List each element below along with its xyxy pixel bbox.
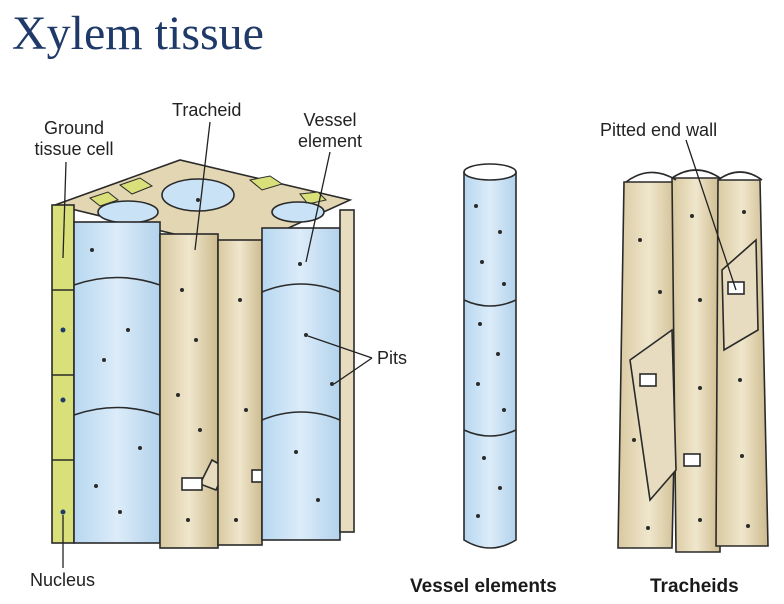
pit-dots-left	[60, 198, 334, 522]
label-ground-tissue-cell: Ground tissue cell	[34, 118, 114, 159]
tissue-block	[51, 159, 355, 549]
page-title: Xylem tissue	[12, 7, 264, 60]
tracheids-illustration	[617, 169, 769, 553]
label-nucleus: Nucleus	[30, 570, 96, 590]
tracheid-pit-dots	[632, 210, 750, 530]
leader-lines-right	[685, 139, 737, 291]
leader-lines-left	[62, 121, 373, 568]
caption-vessel-elements: Vessel elements	[410, 576, 557, 597]
label-pitted-end-wall: Pitted end wall	[600, 120, 718, 140]
front-vessel-right	[261, 227, 341, 541]
center-tracheid	[159, 233, 219, 549]
front-vessel-left	[73, 221, 161, 544]
caption-tracheids: Tracheids	[650, 576, 739, 597]
label-pits: Pits	[377, 348, 408, 368]
label-tracheid: Tracheid	[172, 100, 242, 120]
vessel-elements-illustration	[463, 163, 517, 549]
vessel-pit-dots	[474, 204, 506, 518]
label-vessel-element: Vessel element	[297, 110, 363, 151]
top-vessel-lumen	[161, 178, 235, 212]
